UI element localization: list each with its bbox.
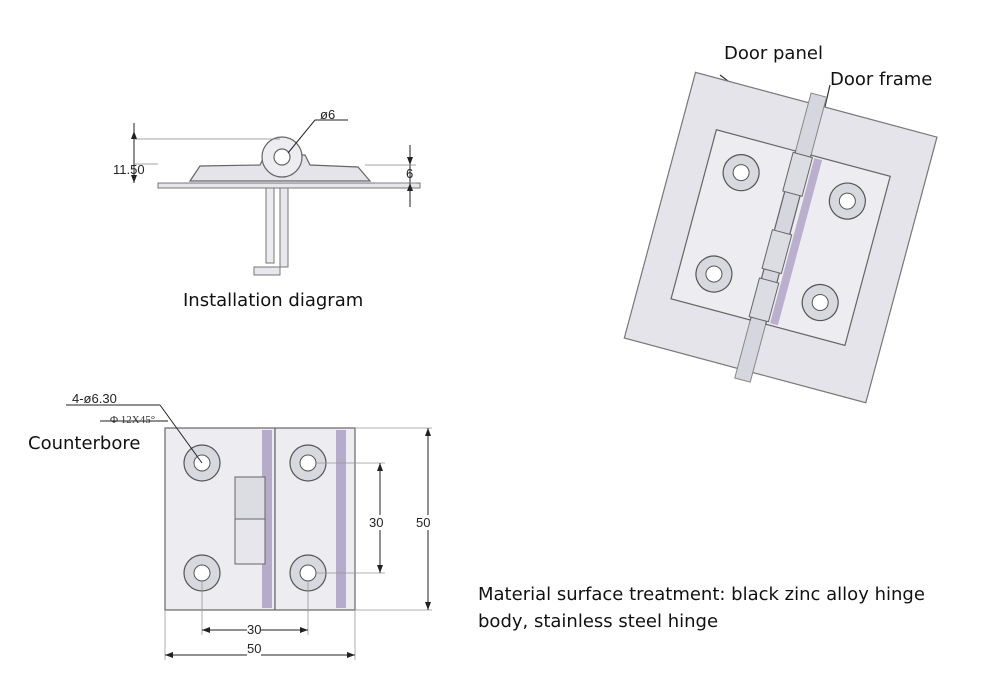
base-plate — [157, 182, 421, 189]
hole-spec-label: 4-ø6.30 — [72, 391, 117, 406]
total-height-label: 11.50 — [113, 162, 145, 177]
assembly-view-drawing — [623, 71, 938, 404]
hinge-vertical-leg — [265, 187, 275, 264]
width-label: 50 — [247, 641, 262, 656]
hinge-pin — [273, 148, 291, 166]
height-label: 50 — [416, 515, 431, 530]
counterbore-label: Counterbore — [28, 433, 141, 454]
installation-caption: Installation diagram — [183, 290, 364, 311]
leaf-height-label: 6 — [406, 166, 414, 181]
plan-accent-strip-left — [262, 430, 272, 608]
counterbore-spec-label: Φ 12X45° — [110, 414, 156, 426]
installation-section-drawing — [131, 119, 421, 276]
hole-spacing-vertical-label: 30 — [369, 515, 384, 530]
hole-spacing-horizontal-label: 30 — [247, 622, 262, 637]
plan-accent-strip-right — [336, 430, 346, 608]
hinge-vertical-leg-rear — [253, 187, 289, 276]
assembly-accent-strip — [770, 158, 823, 326]
material-note-line2: body, stainless steel hinge — [478, 611, 719, 632]
door-frame-label: Door frame — [830, 69, 933, 90]
pin-diameter-label: ø6 — [320, 107, 336, 122]
material-note-line1: Material surface treatment: black zinc a… — [478, 584, 925, 605]
door-panel-label: Door panel — [724, 43, 823, 64]
